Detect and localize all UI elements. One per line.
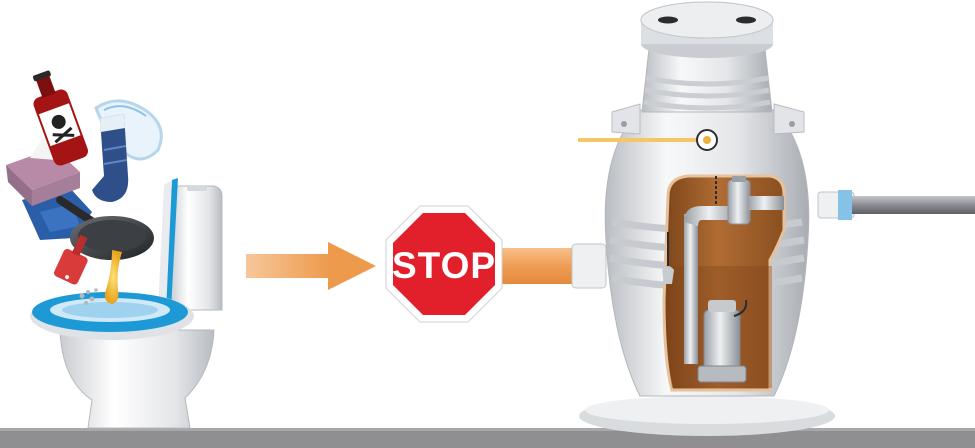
toilet-water xyxy=(62,302,158,318)
tank-lug-right xyxy=(774,104,804,134)
toilet-pedestal xyxy=(60,330,214,428)
debris xyxy=(6,67,161,305)
float-switch xyxy=(662,266,674,284)
toilet-cistern xyxy=(170,186,222,310)
tank-lug-left xyxy=(612,104,640,134)
outlet-ring xyxy=(838,190,852,220)
flush-button xyxy=(187,186,207,191)
inlet-pipe xyxy=(500,248,580,284)
flow-arrow xyxy=(246,242,376,290)
lid-hole-right xyxy=(736,17,756,24)
stop-sign-label: STOP xyxy=(392,245,496,286)
stop-sign: STOP xyxy=(386,206,502,322)
check-valve xyxy=(728,180,750,224)
sock xyxy=(92,114,128,202)
pump-tank xyxy=(578,2,835,436)
pump-motor xyxy=(704,310,740,372)
riser-pipe xyxy=(684,214,698,364)
outlet-pipe xyxy=(852,196,975,214)
lid-hole-left xyxy=(658,17,678,24)
inlet-coupling xyxy=(572,244,606,288)
